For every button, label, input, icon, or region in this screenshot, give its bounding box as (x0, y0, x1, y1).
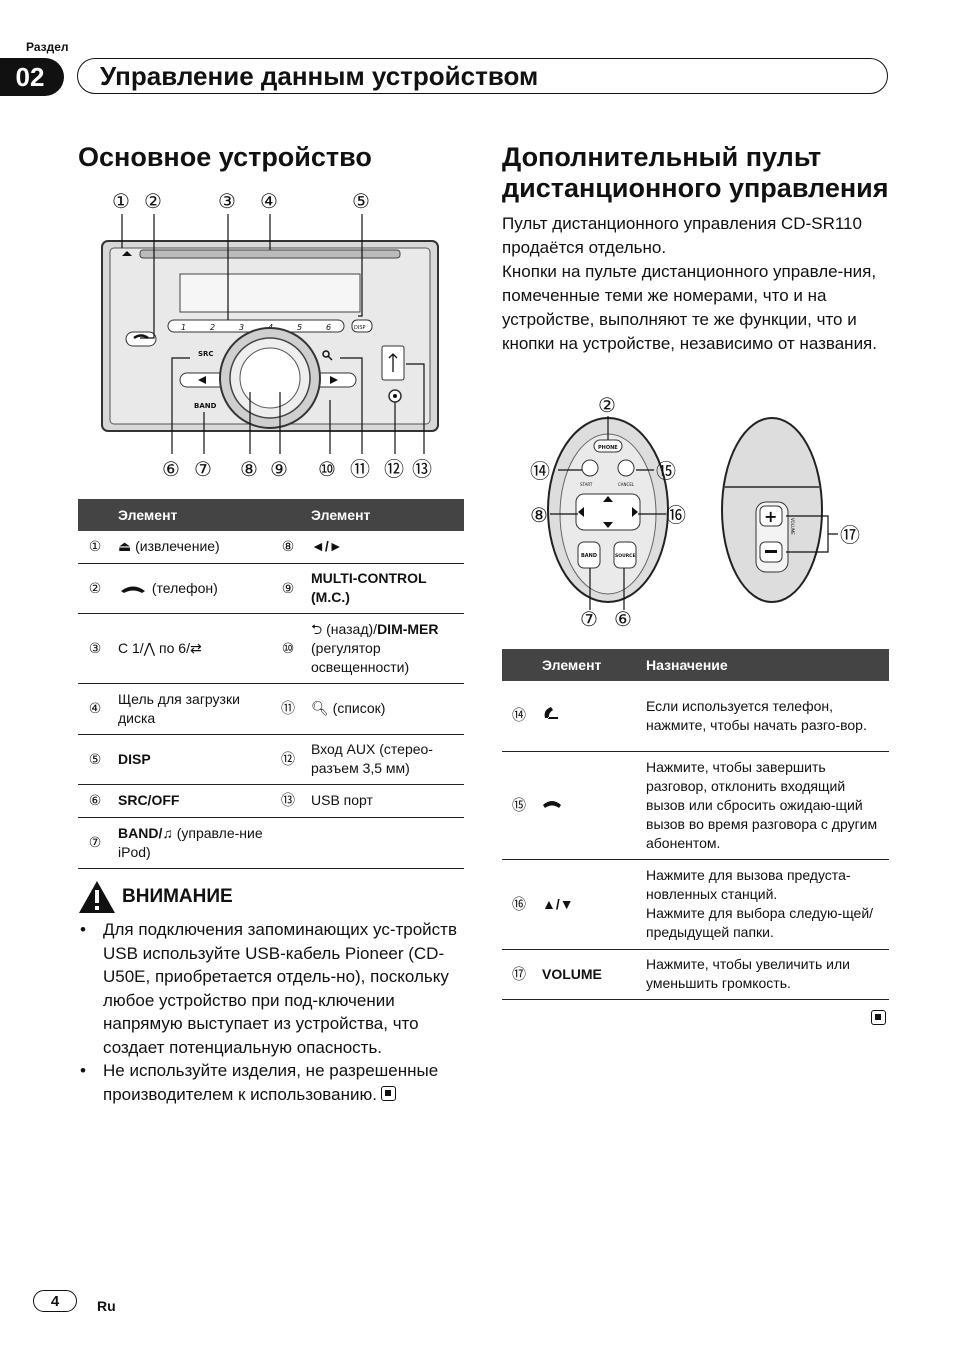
phone-icon (121, 586, 145, 593)
svg-text:START: START (580, 482, 593, 487)
svg-text:⑧: ⑧ (530, 503, 548, 527)
main-unit-heading: Основное устройство (78, 142, 372, 172)
column-header: Элемент (112, 499, 271, 531)
remote-table: Элемент Назначение ⑭ Если используется т… (502, 649, 889, 1000)
section-label: Раздел (26, 40, 69, 54)
svg-text:DISP: DISP (354, 325, 366, 331)
column-header: Элемент (536, 649, 640, 681)
callout-2: ② (144, 189, 162, 213)
warning-icon (79, 881, 115, 913)
table-row: ④ Щель для загрузки диска ⑪ 🔍︎ (список) (78, 683, 464, 735)
main-unit-illustration: ① ② ③ ④ ⑤ 1 2 3 4 5 6 DISP SRC BAND (101, 189, 439, 481)
end-mark-icon (871, 1010, 886, 1025)
phone-end-icon (543, 800, 561, 808)
svg-text:⑩: ⑩ (318, 457, 336, 481)
callout-4: ④ (260, 189, 278, 213)
svg-text:VOLUME: VOLUME (790, 518, 795, 535)
phone-start-icon (544, 707, 558, 720)
callout-3: ③ (218, 189, 236, 213)
table-header-row: Элемент Элемент (78, 499, 464, 531)
callout-1: ① (112, 189, 130, 213)
table-row: ⑥ SRC/OFF ⑬ USB порт (78, 784, 464, 818)
svg-text:⑫: ⑫ (384, 457, 404, 481)
svg-text:PHONE: PHONE (598, 445, 618, 451)
chapter-title: Управление данным устройством (77, 58, 888, 94)
search-icon: 🔍︎ (311, 700, 329, 716)
svg-text:⑭: ⑭ (530, 459, 550, 483)
svg-text:BAND: BAND (581, 553, 597, 559)
table-row: ⑯ ▲/▼ Нажмите для вызова предуста-новлен… (502, 859, 889, 950)
remote-illustration: PHONE START CANCEL BAND SOURCE + VOLUME … (530, 393, 860, 631)
main-unit-table: Элемент Элемент ① ⏏ (извлечение) ⑧ ◄/► ②… (78, 499, 464, 869)
svg-text:⑥: ⑥ (614, 607, 632, 631)
svg-text:SRC: SRC (198, 350, 214, 358)
svg-text:2: 2 (210, 323, 215, 332)
table-row: ⑭ Если используется телефон, нажмите, чт… (502, 681, 889, 752)
bottom-callouts: ⑥ ⑦ ⑧ ⑨ ⑩ ⑪ ⑫ ⑬ (162, 457, 432, 481)
top-callouts: ① ② ③ ④ ⑤ (112, 189, 370, 213)
svg-text:+: + (764, 507, 777, 526)
svg-text:5: 5 (297, 323, 302, 332)
section-number-tab: 02 (0, 58, 64, 96)
ipod-icon: ♫ (162, 824, 173, 841)
table-row: ⑮ Нажмите, чтобы завершить разговор, отк… (502, 751, 889, 860)
chapter-title-text: Управление данным устройством (100, 60, 539, 91)
svg-text:⑦: ⑦ (580, 607, 598, 631)
svg-text:⑬: ⑬ (412, 457, 432, 481)
warning-heading: ВНИМАНИЕ (78, 880, 233, 914)
table-row: ⑰ VOLUME Нажмите, чтобы увеличить или ум… (502, 949, 889, 1000)
table-header-row: Элемент Назначение (502, 649, 889, 681)
table-row: ⑤ DISP ⑫ Вход AUX (стерео-разъем 3,5 мм) (78, 734, 464, 785)
remote-callouts: ② ⑭ ⑮ ⑧ ⑯ ⑦ ⑥ ⑰ (530, 393, 860, 631)
svg-text:⑥: ⑥ (162, 457, 180, 481)
list-item: Не используйте изделия, не разрешенные п… (78, 1059, 463, 1106)
svg-text:⑰: ⑰ (840, 523, 860, 547)
table-row: ① ⏏ (извлечение) ⑧ ◄/► (78, 531, 464, 564)
svg-text:SOURCE: SOURCE (615, 553, 636, 559)
svg-text:1: 1 (181, 323, 186, 332)
svg-text:⑮: ⑮ (656, 459, 676, 483)
page-number: 4 (33, 1290, 77, 1312)
svg-text:CANCEL: CANCEL (618, 482, 635, 487)
svg-text:BAND: BAND (194, 402, 217, 410)
svg-text:⑪: ⑪ (350, 457, 370, 481)
callout-5: ⑤ (352, 189, 370, 213)
svg-text:6: 6 (326, 323, 331, 332)
eject-icon: ⏏ (118, 538, 132, 555)
svg-text:3: 3 (239, 323, 244, 332)
language-code: Ru (97, 1298, 116, 1314)
svg-text:⑯: ⑯ (666, 503, 686, 527)
svg-text:⑧: ⑧ (240, 457, 258, 481)
remote-intro: Пульт дистанционного управления CD-SR110… (502, 214, 877, 353)
warning-title: ВНИМАНИЕ (122, 886, 233, 907)
table-row: ⑦ BAND/♫ (управле-ние iPod) (78, 817, 464, 869)
svg-text:⑨: ⑨ (270, 457, 288, 481)
table-row: ② (телефон) ⑨ MULTI-CONTROL (M.C.) (78, 563, 464, 614)
column-header: Элемент (305, 499, 464, 531)
table-row: ③ С 1/⋀ по 6/⇄ ⑩ ⮌ (назад)/DIM-MER (регу… (78, 613, 464, 684)
list-item: Для подключения запоминающих ус-тройств … (78, 918, 463, 1059)
svg-text:⑦: ⑦ (194, 457, 212, 481)
warning-list: Для подключения запоминающих ус-тройств … (78, 918, 463, 1106)
column-header: Назначение (640, 649, 889, 681)
back-icon: ⮌ (311, 620, 323, 637)
svg-text:②: ② (598, 393, 616, 417)
end-mark-icon (380, 1085, 396, 1101)
